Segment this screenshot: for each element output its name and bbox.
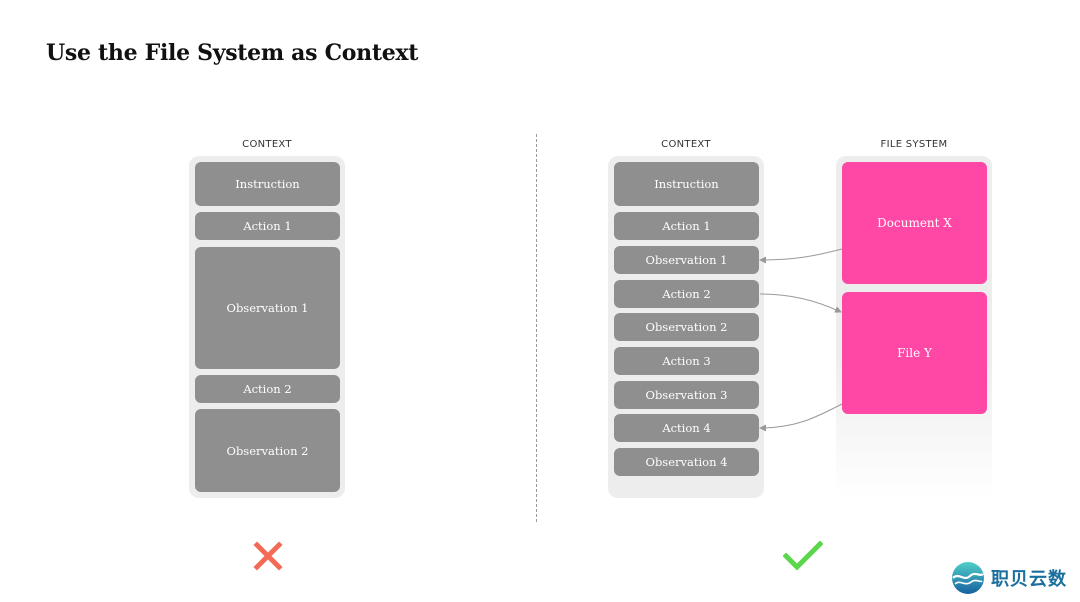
right-observation2-block: Observation 2 xyxy=(614,313,759,341)
right-observation4-block: Observation 4 xyxy=(614,448,759,476)
left-action1-block: Action 1 xyxy=(195,212,340,240)
brand-logo-text: 职贝云数 xyxy=(991,569,1067,590)
left-observation1-block: Observation 1 xyxy=(195,247,340,369)
file-y-block: File Y xyxy=(842,292,987,414)
brand-logo: 职贝云数 xyxy=(950,559,1067,597)
check-icon xyxy=(783,541,823,571)
right-action2-block: Action 2 xyxy=(614,280,759,308)
dashed-divider xyxy=(536,134,537,522)
page-title: Use the File System as Context xyxy=(46,40,419,66)
left-context-label: CONTEXT xyxy=(242,139,292,150)
wave-globe-icon xyxy=(952,562,984,594)
right-action3-block: Action 3 xyxy=(614,347,759,375)
arrow-action2-to-file xyxy=(759,293,842,313)
right-action1-block: Action 1 xyxy=(614,212,759,240)
right-instruction-block: Instruction xyxy=(614,162,759,206)
right-observation1-block: Observation 1 xyxy=(614,246,759,274)
left-action2-block: Action 2 xyxy=(195,375,340,403)
right-action4-block: Action 4 xyxy=(614,414,759,442)
arrow-file-to-action4 xyxy=(759,403,843,432)
document-x-block: Document X xyxy=(842,162,987,284)
cross-icon xyxy=(253,541,283,571)
file-system-label: FILE SYSTEM xyxy=(880,139,948,150)
left-observation2-block: Observation 2 xyxy=(195,409,340,492)
arrow-document-to-observation1 xyxy=(759,248,843,264)
right-observation3-block: Observation 3 xyxy=(614,381,759,409)
right-context-label: CONTEXT xyxy=(661,139,711,150)
left-instruction-block: Instruction xyxy=(195,162,340,206)
